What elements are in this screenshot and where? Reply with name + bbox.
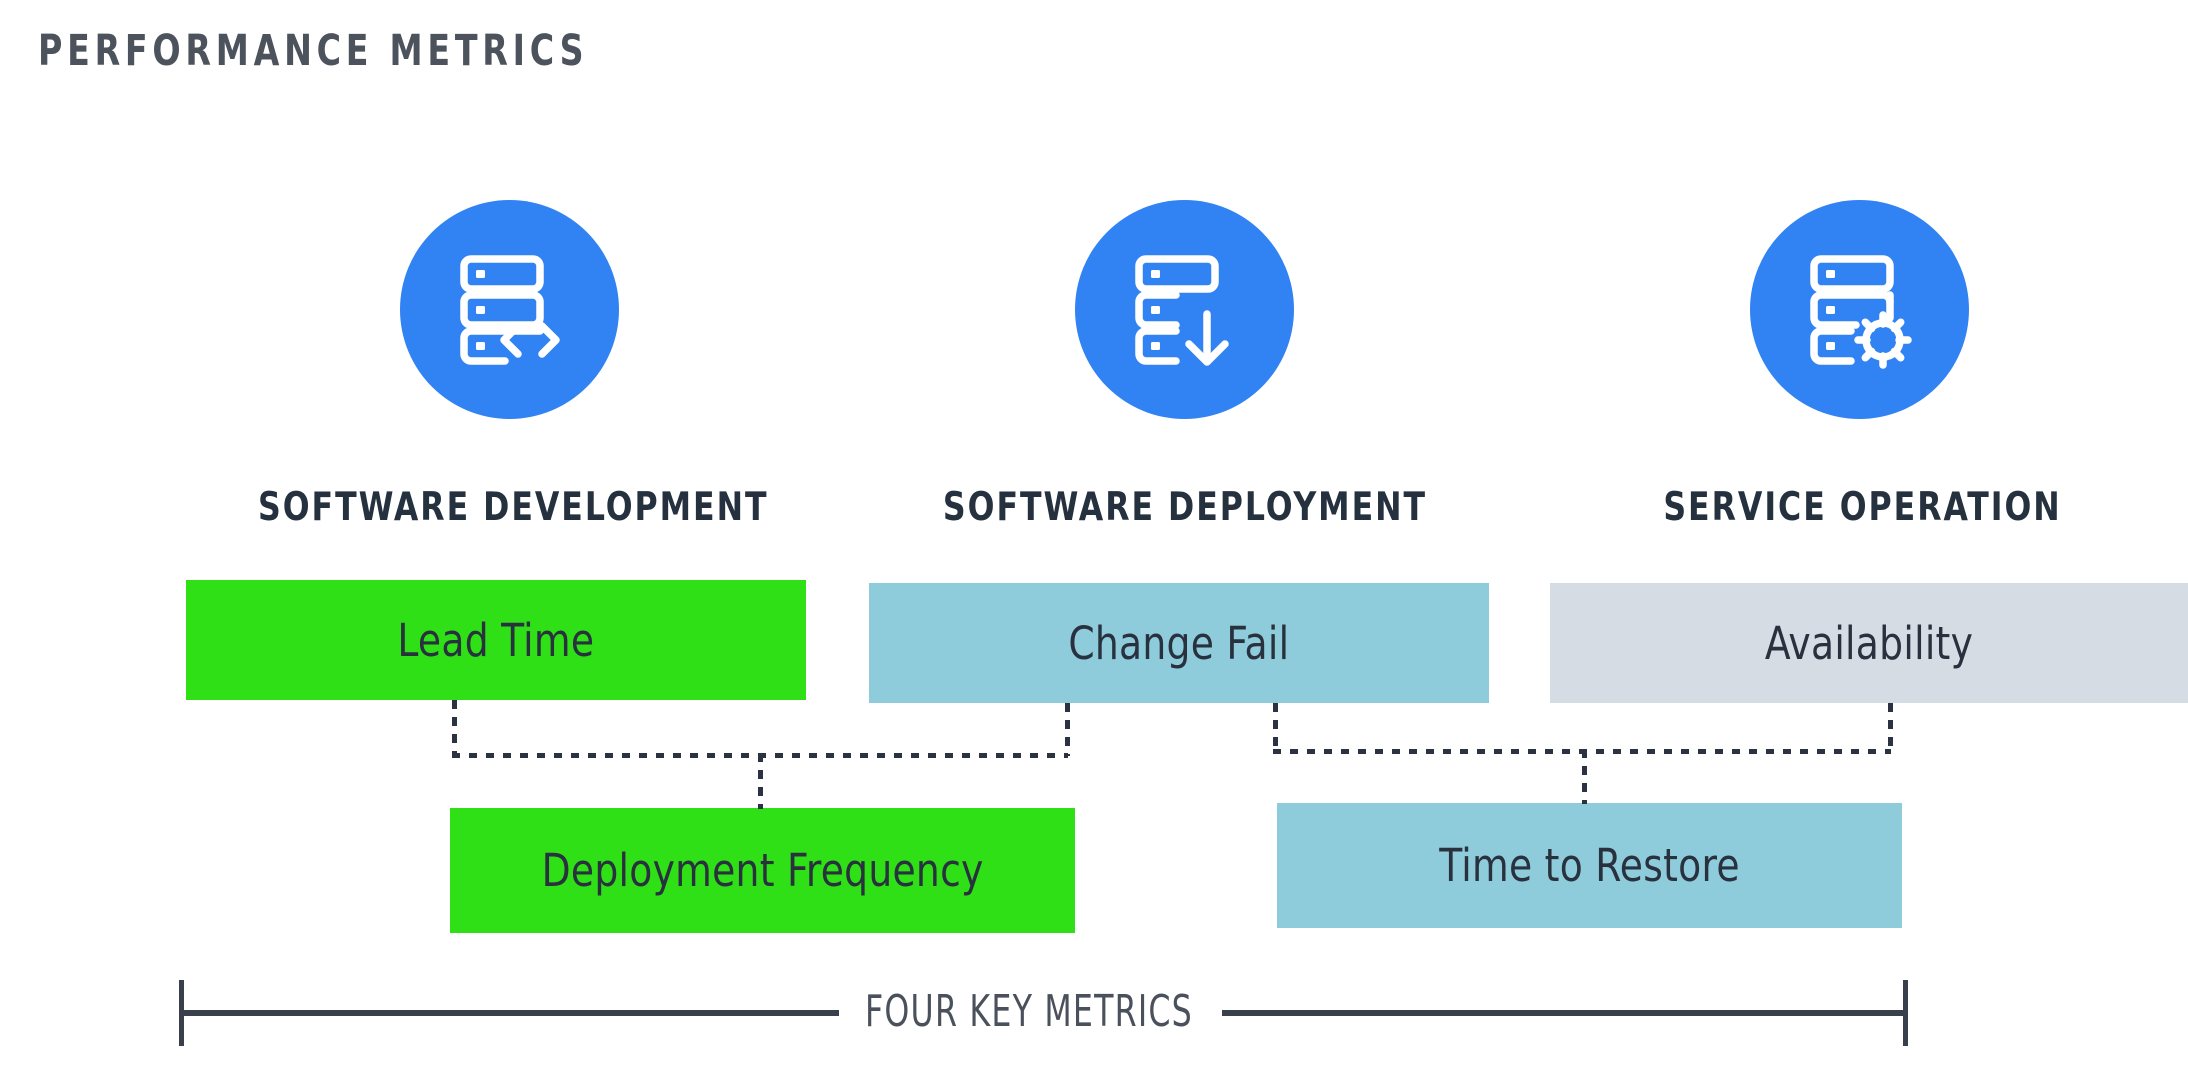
connector-drop-time-to-restore xyxy=(1582,749,1587,804)
column-heading-service-operation: SERVICE OPERATION xyxy=(1663,485,2062,530)
connector-drop-deployment-frequency xyxy=(758,753,763,809)
server-download-icon xyxy=(1123,248,1247,372)
metric-bar-lead-time[interactable]: Lead Time xyxy=(186,580,806,700)
metric-bar-time-to-restore[interactable]: Time to Restore xyxy=(1277,803,1902,928)
bracket-label-four-key-metrics: FOUR KEY METRICS xyxy=(865,986,1193,1037)
connector-drop-change-fail-left xyxy=(1065,703,1070,756)
bracket-line-left xyxy=(179,1010,839,1016)
metric-bar-availability[interactable]: Availability xyxy=(1550,583,2188,703)
metric-label-change-fail: Change Fail xyxy=(1068,616,1290,670)
icon-circle-software-deployment xyxy=(1075,200,1294,419)
column-heading-software-deployment: SOFTWARE DEPLOYMENT xyxy=(942,485,1428,530)
connector-drop-availability xyxy=(1888,703,1893,753)
metric-bar-change-fail[interactable]: Change Fail xyxy=(869,583,1489,703)
connector-drop-lead-time xyxy=(452,700,457,756)
page-title: PERFORMANCE METRICS xyxy=(38,26,589,76)
metric-label-time-to-restore: Time to Restore xyxy=(1439,839,1740,892)
bracket-line-right xyxy=(1222,1010,1906,1016)
icon-circle-software-development xyxy=(400,200,619,419)
metric-label-lead-time: Lead Time xyxy=(397,613,595,667)
icon-circle-service-operation xyxy=(1750,200,1969,419)
server-gear-icon xyxy=(1798,248,1922,372)
server-code-icon xyxy=(448,248,572,372)
metric-bar-deployment-frequency[interactable]: Deployment Frequency xyxy=(450,808,1075,933)
column-heading-software-development: SOFTWARE DEVELOPMENT xyxy=(258,485,769,530)
metric-label-deployment-frequency: Deployment Frequency xyxy=(541,844,984,897)
connector-drop-change-fail-right xyxy=(1273,703,1278,753)
metric-label-availability: Availability xyxy=(1764,616,1974,670)
